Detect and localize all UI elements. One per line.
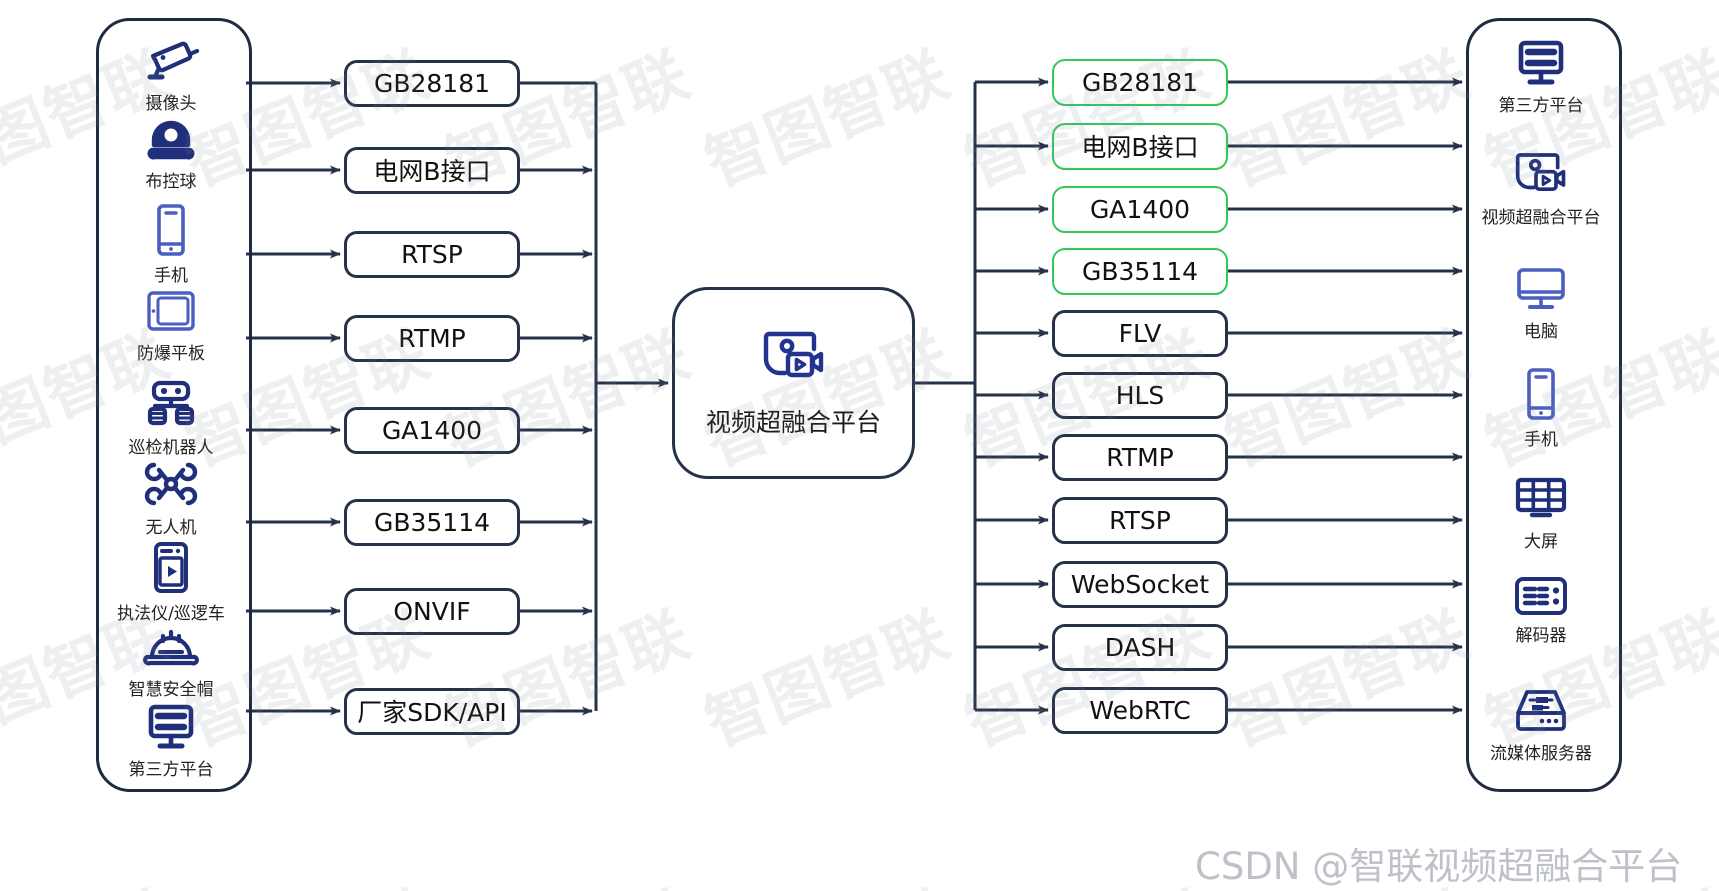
consumer-device-item[interactable]: 流媒体服务器 bbox=[1466, 686, 1616, 764]
source-device-label: 第三方平台 bbox=[128, 760, 214, 780]
input-protocol-box[interactable]: RTMP bbox=[344, 314, 520, 362]
output-protocol-box[interactable]: GB35114 bbox=[1052, 247, 1228, 295]
body-camera-icon bbox=[149, 540, 193, 596]
video-wall-icon bbox=[1512, 474, 1570, 524]
output-protocol-box[interactable]: WebRTC bbox=[1052, 686, 1228, 734]
consumer-device-label: 视频超融合平台 bbox=[1481, 208, 1601, 228]
consumer-device-label: 流媒体服务器 bbox=[1490, 744, 1592, 764]
output-protocol-box[interactable]: GA1400 bbox=[1052, 185, 1228, 233]
output-protocol-box[interactable]: DASH bbox=[1052, 623, 1228, 671]
consumer-device-label: 手机 bbox=[1524, 430, 1558, 450]
source-device-item[interactable]: 布控球 bbox=[96, 114, 246, 192]
drone-icon bbox=[141, 458, 201, 510]
source-devices-panel bbox=[96, 18, 252, 792]
output-protocol-box[interactable]: 电网B接口 bbox=[1052, 122, 1228, 170]
output-protocol-box[interactable]: RTMP bbox=[1052, 433, 1228, 481]
source-device-label: 防爆平板 bbox=[137, 344, 205, 364]
consumer-devices-panel bbox=[1466, 18, 1622, 792]
input-protocol-box[interactable]: GA1400 bbox=[344, 406, 520, 454]
mobile-phone-icon bbox=[151, 202, 191, 258]
video-fusion-platform-node[interactable]: 视频超融合平台 bbox=[672, 287, 915, 479]
source-device-item[interactable]: 防爆平板 bbox=[96, 286, 246, 364]
streaming-server-icon bbox=[1512, 686, 1570, 736]
input-protocol-box[interactable]: RTSP bbox=[344, 230, 520, 278]
output-protocol-box[interactable]: HLS bbox=[1052, 371, 1228, 419]
mobile-phone-icon bbox=[1521, 366, 1561, 422]
decoder-icon bbox=[1512, 574, 1570, 618]
source-device-label: 手机 bbox=[154, 266, 188, 286]
source-device-item[interactable]: 手机 bbox=[96, 202, 246, 286]
consumer-device-label: 第三方平台 bbox=[1498, 96, 1584, 116]
smart-helmet-icon bbox=[142, 624, 200, 672]
source-device-label: 智慧安全帽 bbox=[128, 680, 214, 700]
consumer-device-label: 电脑 bbox=[1524, 322, 1558, 342]
third-party-platform-icon bbox=[144, 702, 198, 752]
video-fusion-platform-icon bbox=[1513, 150, 1569, 200]
output-protocol-box[interactable]: GB28181 bbox=[1052, 58, 1228, 106]
source-device-item[interactable]: 智慧安全帽 bbox=[96, 624, 246, 700]
source-device-item[interactable]: 执法仪/巡逻车 bbox=[96, 540, 246, 624]
inspection-robot-icon bbox=[142, 378, 200, 430]
input-protocol-box[interactable]: ONVIF bbox=[344, 587, 520, 635]
output-protocol-box[interactable]: RTSP bbox=[1052, 496, 1228, 544]
consumer-device-item[interactable]: 手机 bbox=[1466, 366, 1616, 450]
consumer-device-label: 大屏 bbox=[1524, 532, 1558, 552]
consumer-device-item[interactable]: 视频超融合平台 bbox=[1466, 150, 1616, 228]
third-party-platform-icon bbox=[1514, 38, 1568, 88]
video-fusion-platform-icon bbox=[761, 328, 827, 393]
input-protocol-box[interactable]: GB28181 bbox=[344, 59, 520, 107]
source-device-label: 执法仪/巡逻车 bbox=[117, 604, 225, 624]
hub-label: 视频超融合平台 bbox=[705, 407, 881, 437]
source-device-item[interactable]: 摄像头 bbox=[96, 36, 246, 114]
output-protocol-box[interactable]: WebSocket bbox=[1052, 560, 1228, 608]
consumer-device-item[interactable]: 解码器 bbox=[1466, 574, 1616, 646]
source-device-label: 无人机 bbox=[145, 518, 197, 538]
csdn-watermark: CSDN @智联视频超融合平台 bbox=[1195, 845, 1683, 888]
consumer-device-label: 解码器 bbox=[1515, 626, 1567, 646]
source-device-label: 巡检机器人 bbox=[128, 438, 214, 458]
cctv-camera-icon bbox=[142, 36, 200, 86]
consumer-device-item[interactable]: 电脑 bbox=[1466, 264, 1616, 342]
source-device-label: 布控球 bbox=[145, 172, 197, 192]
rugged-tablet-icon bbox=[143, 286, 199, 336]
input-protocol-box[interactable]: GB35114 bbox=[344, 498, 520, 546]
input-protocol-box[interactable]: 厂家SDK/API bbox=[344, 687, 520, 735]
ptz-dome-camera-icon bbox=[144, 114, 198, 164]
consumer-device-item[interactable]: 大屏 bbox=[1466, 474, 1616, 552]
desktop-computer-icon bbox=[1513, 264, 1569, 314]
consumer-device-item[interactable]: 第三方平台 bbox=[1466, 38, 1616, 116]
source-device-item[interactable]: 第三方平台 bbox=[96, 702, 246, 780]
input-protocol-box[interactable]: 电网B接口 bbox=[344, 146, 520, 194]
source-device-item[interactable]: 巡检机器人 bbox=[96, 378, 246, 458]
source-device-label: 摄像头 bbox=[145, 94, 197, 114]
output-protocol-box[interactable]: FLV bbox=[1052, 309, 1228, 357]
source-device-item[interactable]: 无人机 bbox=[96, 458, 246, 538]
